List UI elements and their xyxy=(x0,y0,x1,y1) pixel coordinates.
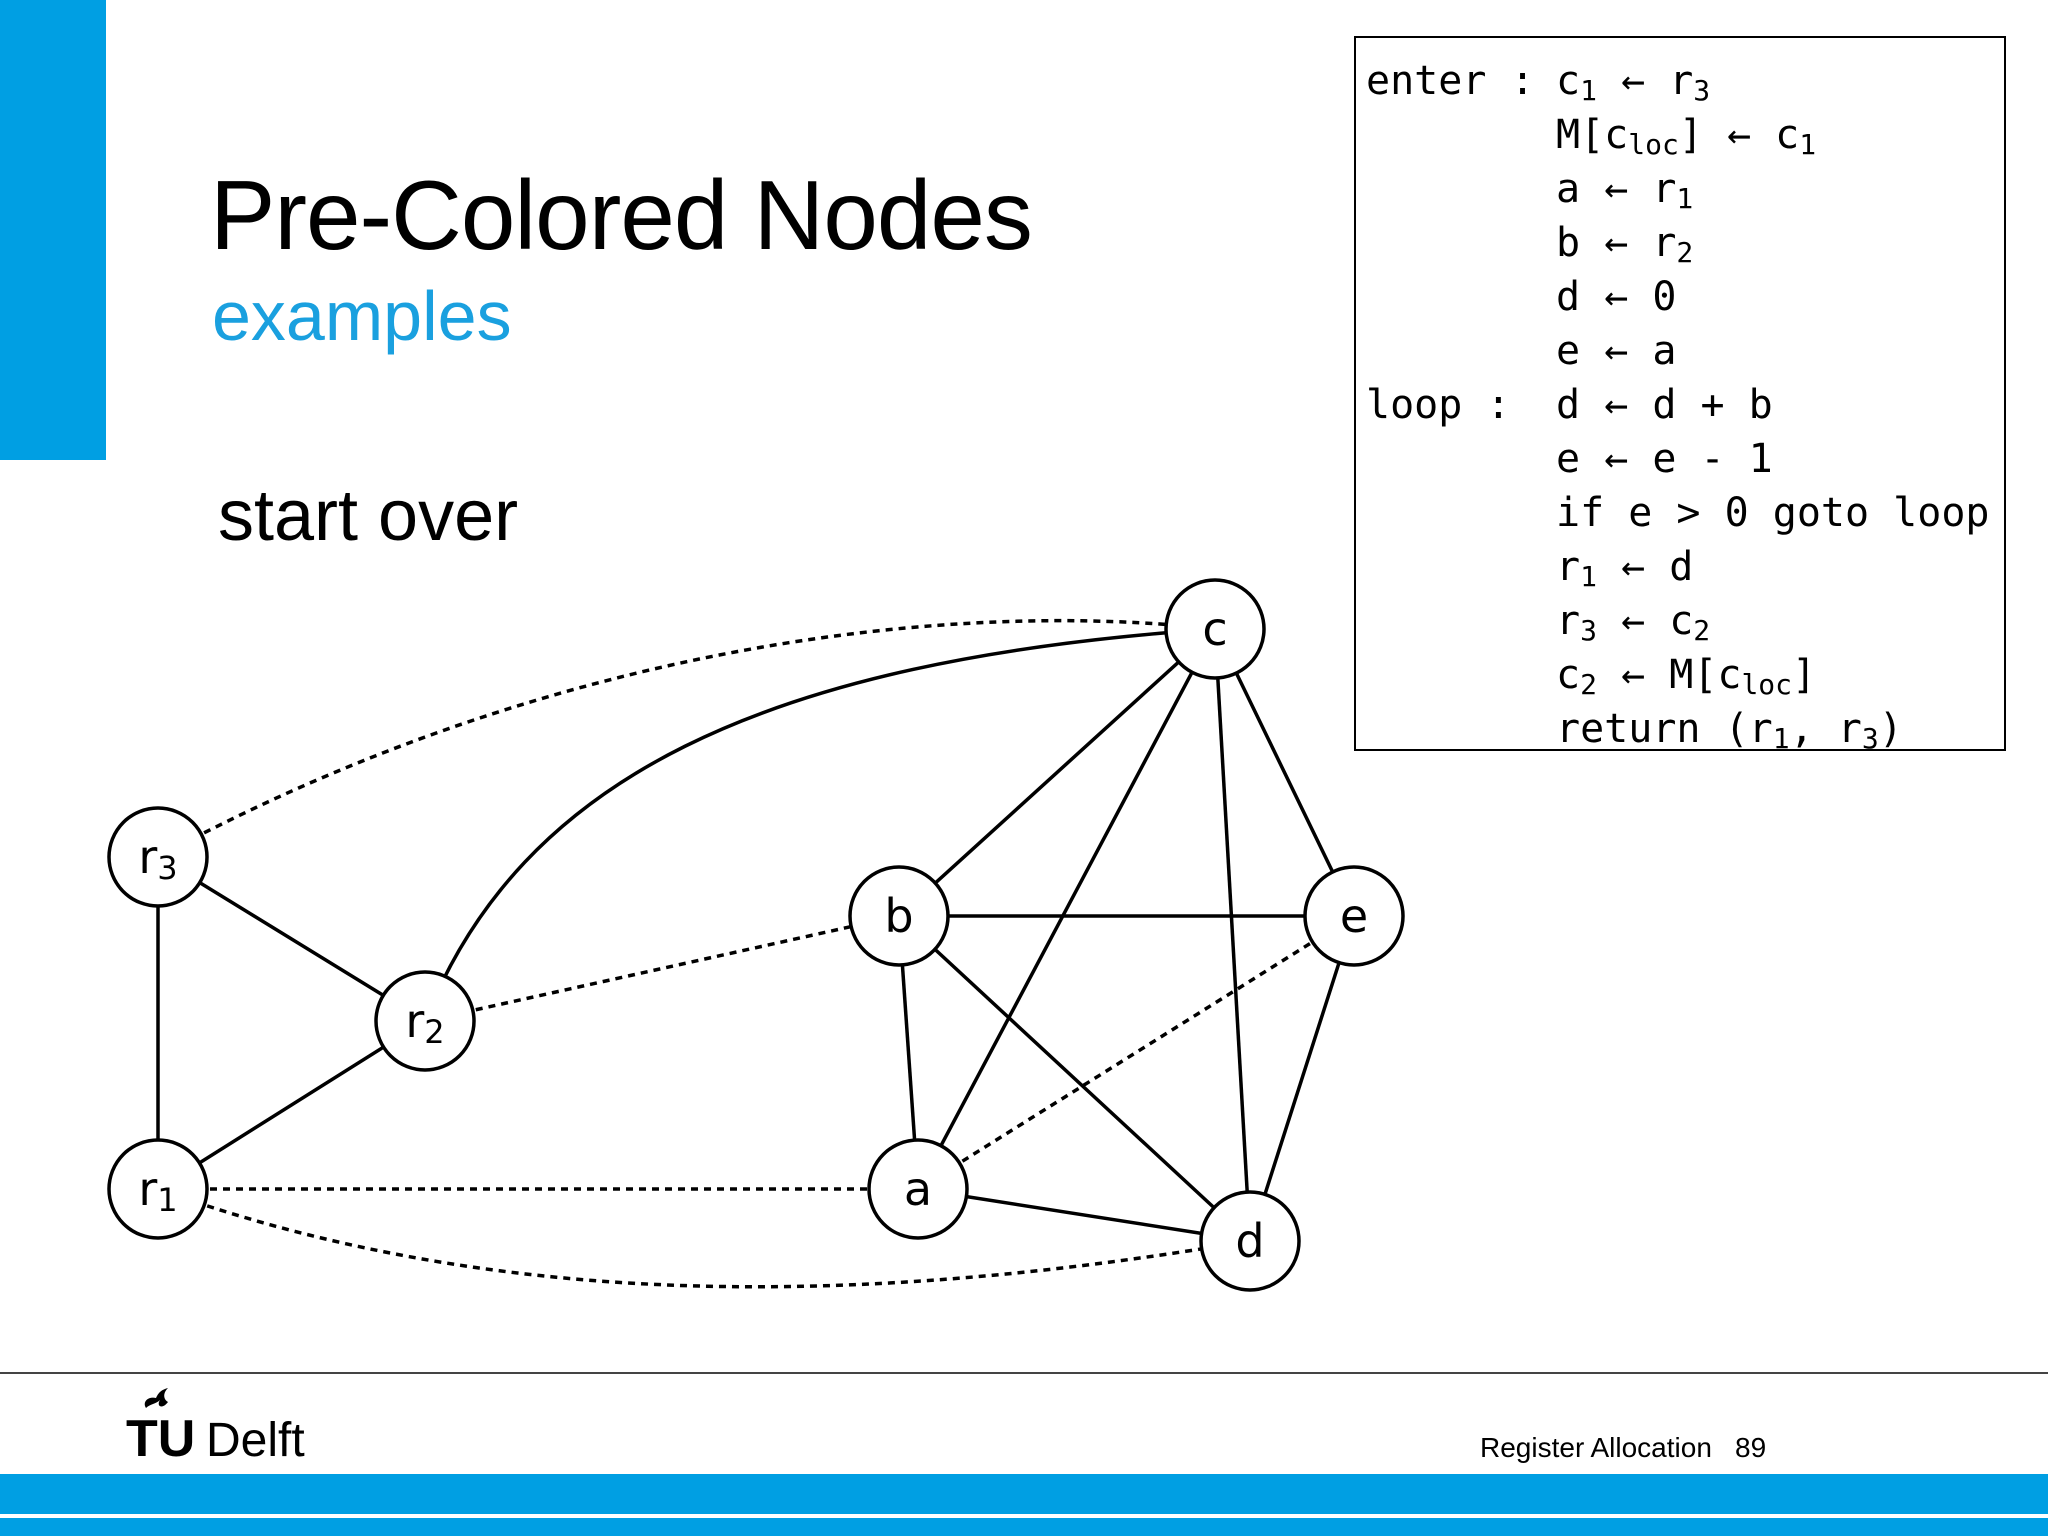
interference-edge-r2-r1 xyxy=(157,1019,426,1191)
logo-tu: TU xyxy=(126,1410,195,1464)
node-label-r3: r3 xyxy=(138,830,177,887)
code-statement: e ← a xyxy=(1556,328,1677,374)
interference-edge-c-b xyxy=(897,627,1217,918)
footer-course: Register Allocation xyxy=(1480,1432,1712,1463)
code-statement: M[cloc] ← c1 xyxy=(1556,112,1817,161)
code-label: loop : xyxy=(1366,382,1511,428)
node-label-a: a xyxy=(904,1162,932,1216)
interference-edge-c-e xyxy=(1213,628,1356,917)
accent-bar xyxy=(0,0,106,460)
footer-rule xyxy=(0,1372,2048,1374)
node-label-r1: r1 xyxy=(138,1162,177,1219)
node-label-d: d xyxy=(1235,1214,1264,1268)
code-statement: d ← 0 xyxy=(1556,274,1677,320)
interference-edge-c-a xyxy=(916,628,1217,1190)
section-heading: start over xyxy=(218,476,519,556)
code-statement: c2 ← M[cloc] xyxy=(1556,652,1817,701)
node-label-c: c xyxy=(1202,602,1227,656)
node-label-b: b xyxy=(884,889,913,943)
node-a: a xyxy=(867,1138,969,1240)
tu-delft-logo: TU Delft xyxy=(126,1388,305,1464)
footer-band-lower xyxy=(0,1518,2048,1536)
footer-band xyxy=(0,1474,2048,1514)
interference-edge-c-d xyxy=(1213,628,1252,1242)
node-r2: r2 xyxy=(374,970,476,1072)
code-statement: e ← e - 1 xyxy=(1556,436,1773,482)
code-statement: a ← r1 xyxy=(1556,166,1694,215)
footer-page-number: 89 xyxy=(1735,1432,1767,1463)
node-r3: r3 xyxy=(107,806,209,908)
slide-title: Pre-Colored Nodes xyxy=(210,160,1033,270)
code-listing: enter : c1 ← r3 M[cloc] ← c1 a ← r1 b ← r2 d … xyxy=(1354,36,2006,755)
code-statement: c1 ← r3 xyxy=(1556,58,1711,107)
interference-edge-b-d xyxy=(897,914,1252,1243)
logo-delft: Delft xyxy=(206,1414,305,1464)
slide-subtitle: examples xyxy=(212,277,512,355)
code-statement: r1 ← d xyxy=(1556,544,1694,593)
code-statement: d ← d + b xyxy=(1556,382,1773,428)
code-statement: b ← r2 xyxy=(1556,220,1694,269)
move-edge-r1-d xyxy=(157,1187,1251,1289)
code-statement: r3 ← c2 xyxy=(1556,598,1711,647)
move-edge-r2-b xyxy=(424,914,900,1023)
node-e: e xyxy=(1303,865,1405,967)
node-r1: r1 xyxy=(107,1138,209,1240)
node-c: c xyxy=(1164,578,1266,680)
node-d: d xyxy=(1199,1190,1301,1292)
code-label: enter : xyxy=(1366,58,1535,104)
interference-edge-r3-r2 xyxy=(157,855,426,1023)
interference-edge-a-d xyxy=(917,1187,1251,1243)
move-edge-r3-c xyxy=(157,618,1216,859)
node-label-e: e xyxy=(1340,889,1368,943)
move-edge-e-a xyxy=(917,914,1355,1191)
code-statement: if e > 0 goto loop xyxy=(1556,490,1990,536)
flame-icon xyxy=(144,1388,168,1408)
node-b: b xyxy=(848,865,950,967)
interference-edge-r2-c xyxy=(423,627,1216,1022)
node-label-r2: r2 xyxy=(405,994,444,1051)
code-statement: return (r1, r3) xyxy=(1556,706,1903,755)
interference-edge-e-d xyxy=(1248,915,1356,1242)
interference-graph: c r3 r2 r1 b e a d xyxy=(107,578,1405,1292)
